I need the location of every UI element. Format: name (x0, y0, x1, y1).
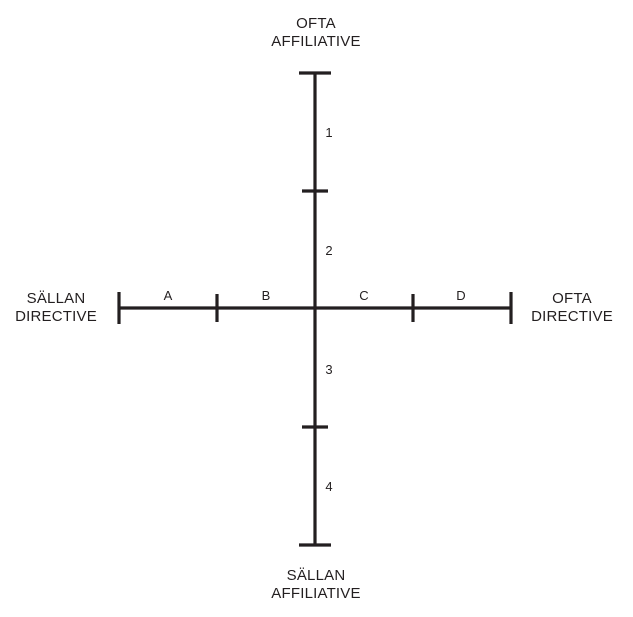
right-axis-label: OFTA DIRECTIVE (522, 290, 622, 326)
segment-label-d: D (456, 288, 465, 303)
segment-label-4: 4 (325, 479, 332, 494)
segment-label-2: 2 (325, 243, 332, 258)
left-axis-label: SÄLLAN DIRECTIVE (6, 290, 106, 326)
left-axis-label-line2: DIRECTIVE (15, 308, 97, 325)
segment-label-b: B (262, 288, 271, 303)
top-axis-label-line1: OFTA (296, 15, 336, 32)
segment-label-3: 3 (325, 362, 332, 377)
bottom-axis-label: SÄLLAN AFFILIATIVE (246, 567, 386, 603)
bottom-axis-label-line2: AFFILIATIVE (271, 585, 361, 602)
segment-label-1: 1 (325, 125, 332, 140)
right-axis-label-line2: DIRECTIVE (531, 308, 613, 325)
segment-label-c: C (359, 288, 368, 303)
top-axis-label-line2: AFFILIATIVE (271, 33, 361, 50)
bottom-axis-label-line1: SÄLLAN (286, 567, 346, 584)
left-axis-label-line1: SÄLLAN (26, 290, 86, 307)
segment-label-a: A (164, 288, 173, 303)
right-axis-label-line1: OFTA (552, 290, 592, 307)
top-axis-label: OFTA AFFILIATIVE (246, 15, 386, 51)
